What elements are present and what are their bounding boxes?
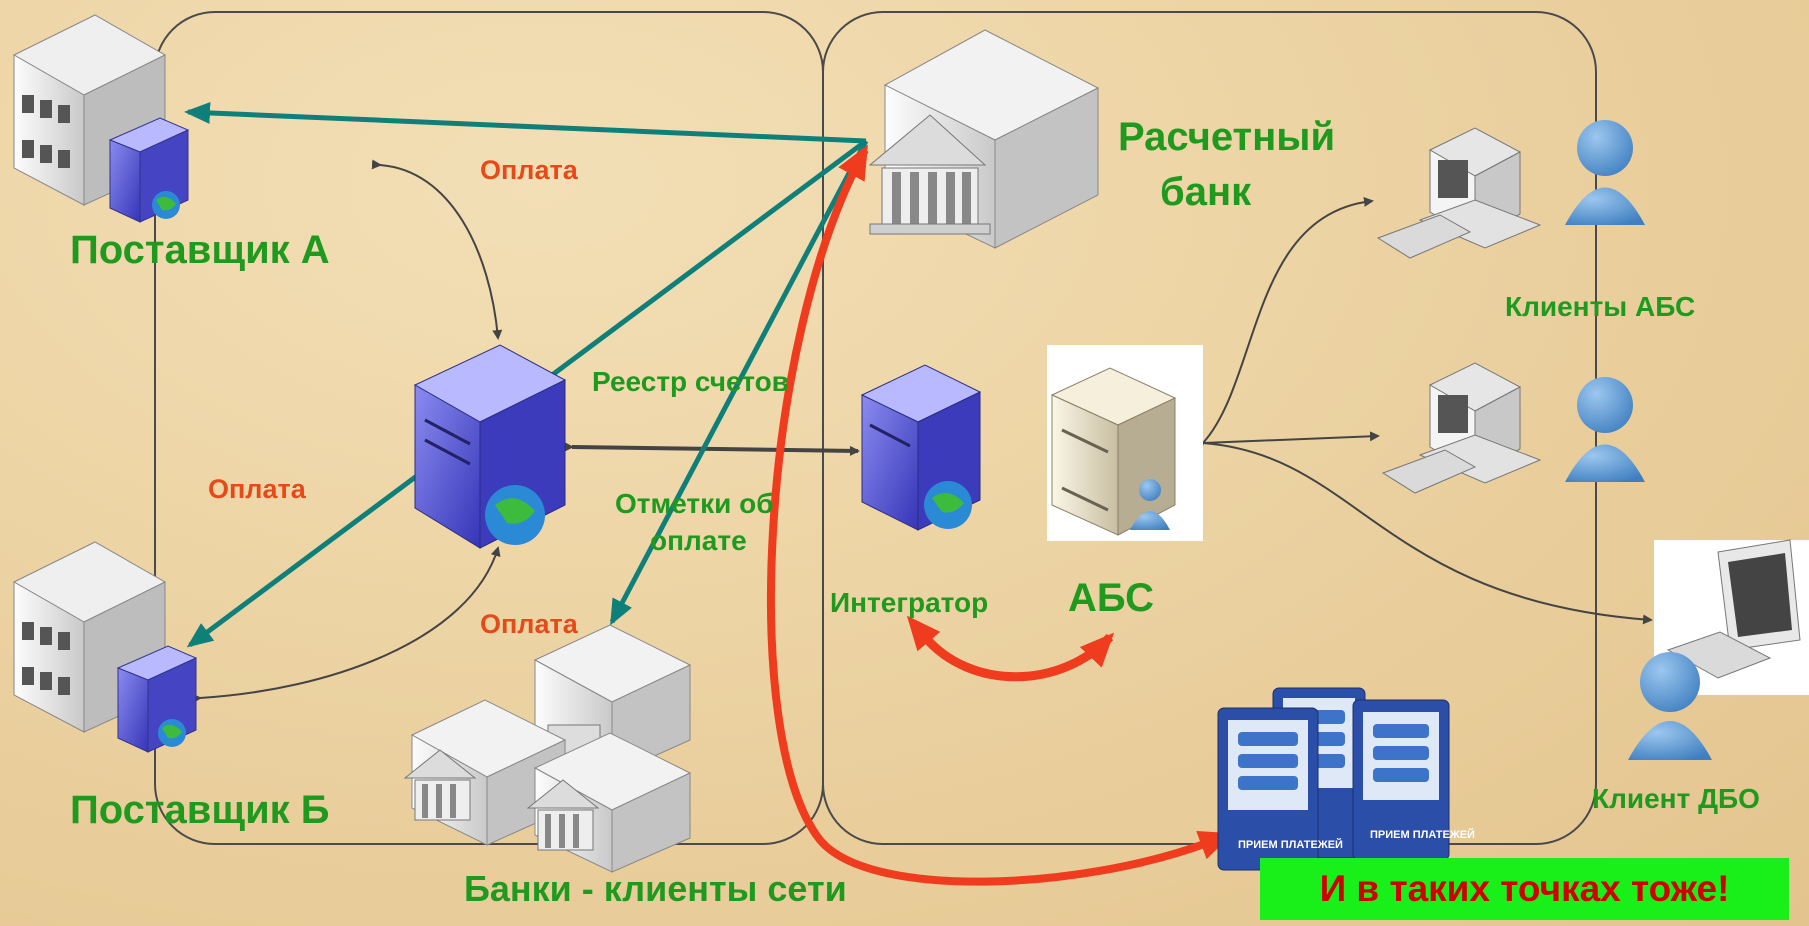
supplier-a-building-icon: [12, 14, 167, 206]
dbo-client-link: [1202, 442, 1653, 625]
abs-client-person-icon: [1565, 377, 1645, 482]
callout-text: И в таких точках тоже!: [1319, 868, 1730, 909]
payment-points-callout: И в таких точках тоже!: [1260, 858, 1789, 920]
integrator-abs-arrow: [906, 615, 1115, 682]
abs-server-icon: [1047, 345, 1203, 541]
payment-label: Оплата: [480, 155, 578, 185]
supplier-a-central-link: [371, 159, 503, 340]
supplier-b-server-icon: [116, 645, 198, 753]
supplier-a-label: Поставщик А: [70, 228, 330, 272]
abs-client-person-icon: [1565, 120, 1645, 225]
abs-clients-label: Клиенты АБС: [1505, 291, 1696, 322]
dbo-client-computer-icon: [1654, 539, 1809, 695]
abs-label: АБС: [1068, 576, 1154, 620]
dbo-client-label: Клиент ДБО: [1592, 783, 1760, 814]
payment-marks-label-line2: оплате: [650, 525, 747, 556]
bank-to-supplier-a-arrow: [184, 101, 867, 144]
payment-marks-label-line1: Отметки об: [615, 488, 774, 519]
settlement-bank-building-icon: [868, 29, 1100, 249]
registry-label: Реестр счетов: [592, 366, 789, 397]
integrator-label: Интегратор: [830, 587, 989, 618]
network-banks-label: Банки - клиенты сети: [464, 868, 847, 909]
payment-label: Оплата: [208, 474, 306, 504]
kiosk-label: ПРИЕМ ПЛАТЕЖЕЙ: [1370, 828, 1475, 841]
kiosks-to-bank-arrow: [767, 144, 1234, 886]
supplier-b-central-link: [191, 546, 501, 704]
kiosk-label: ПРИЕМ ПЛАТЕЖЕЙ: [1238, 838, 1343, 851]
abs-client-2-link: [1202, 431, 1380, 444]
registry-link: [563, 441, 860, 456]
integrator-server-icon: [860, 364, 982, 531]
settlement-bank-label-line1: Расчетный: [1118, 115, 1336, 159]
supplier-a-server-icon: [108, 117, 190, 223]
abs-client-1-link: [1193, 196, 1374, 453]
bank-to-network-banks-arrow: [609, 139, 869, 626]
abs-client-computer-icon: [1381, 362, 1542, 494]
payment-label: Оплата: [480, 609, 578, 639]
network-banks-buildings-icon: [403, 624, 692, 873]
payment-kiosks-icon: ПРИЕМ ПЛАТЕЖЕЙ ПРИЕМ ПЛАТЕЖЕЙ: [1217, 687, 1475, 871]
settlement-bank-label-line2: банк: [1160, 170, 1252, 214]
supplier-b-label: Поставщик Б: [70, 788, 330, 832]
central-server-icon: [413, 344, 567, 549]
abs-client-computer-icon: [1376, 127, 1542, 259]
dbo-client-person-icon: [1628, 652, 1712, 760]
